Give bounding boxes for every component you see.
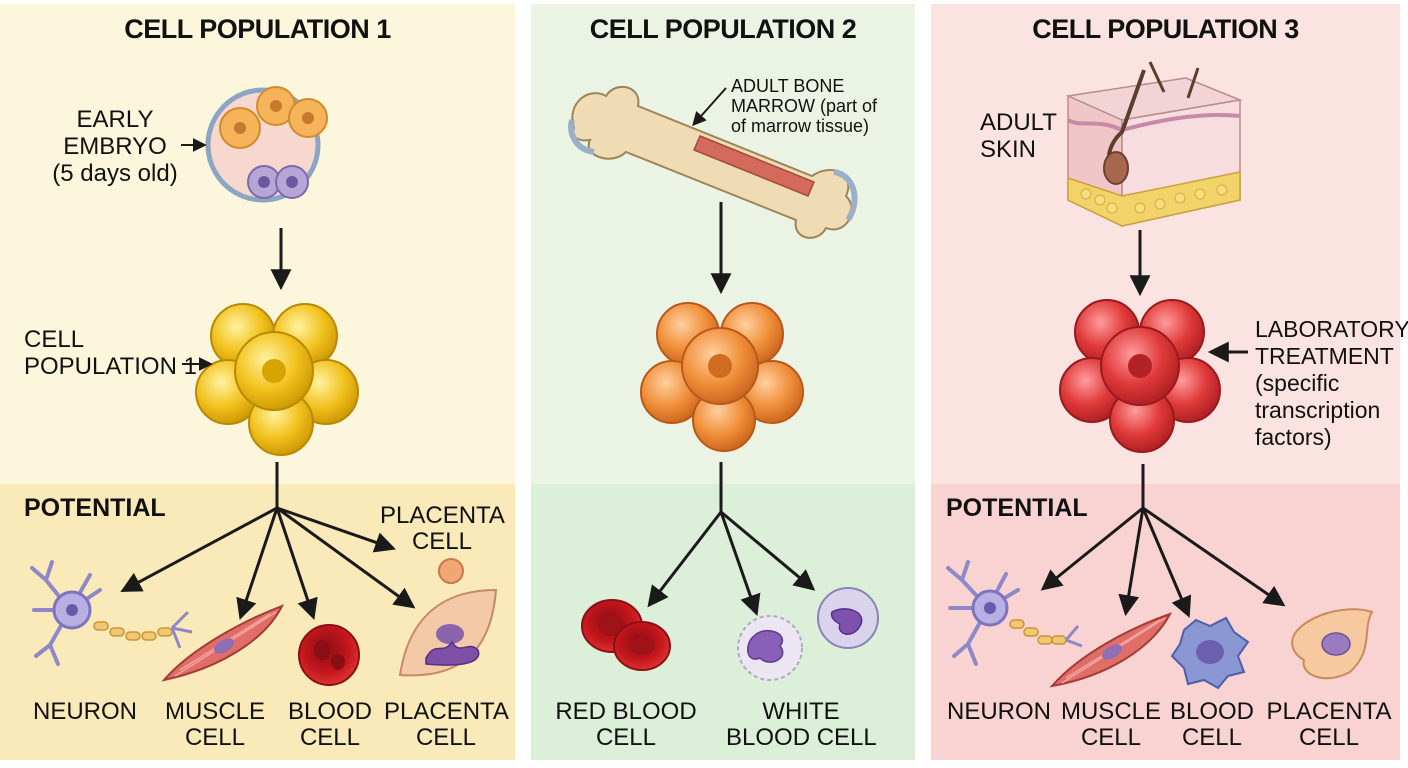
cell-cluster-yellow <box>195 303 359 456</box>
panel-3-title: CELL POPULATION 3 <box>1032 14 1299 44</box>
embryo-illustration <box>205 86 328 203</box>
panel-1-title: CELL POPULATION 1 <box>124 14 391 44</box>
cell-population-1-label: CELL POPULATION 1 <box>24 326 197 380</box>
potential-heading-panel-3: POTENTIAL <box>946 494 1088 522</box>
placenta-cell-icon-panel-3 <box>1291 608 1374 680</box>
outcome-label-white-blood-cell: WHITE BLOOD CELL <box>726 698 877 751</box>
white-blood-cell-icon <box>737 587 879 681</box>
blood-cell-icon-panel-3 <box>1170 616 1250 690</box>
cell-cluster-red <box>1059 299 1221 453</box>
panel-2-title: CELL POPULATION 2 <box>589 14 857 44</box>
branch-arrows-panel-3 <box>1040 464 1286 618</box>
outcome-label-muscle-cell: MUSCLE CELL <box>164 698 266 751</box>
outcome-label-neuron: NEURON <box>32 698 137 725</box>
placenta-cell-small-icon <box>438 558 464 584</box>
outcome-label-placenta-cell: PLACENTA CELL <box>384 698 509 751</box>
outcome-label-red-blood-cell: RED BLOOD CELL <box>555 698 697 751</box>
bone-marrow-illustration <box>568 86 858 239</box>
branch-arrows-panel-1 <box>120 462 416 620</box>
early-embryo-label: EARLY EMBRYO (5 days old) <box>52 106 178 187</box>
potential-heading-panel-1: POTENTIAL <box>24 494 166 522</box>
branch-arrows-panel-2 <box>647 462 816 616</box>
neuron-icon <box>30 560 193 666</box>
outcome-label-blood-cell-panel-3: BLOOD CELL <box>1169 698 1255 751</box>
adult-bone-marrow-label: ADULT BONE MARROW (part of of marrow tis… <box>731 76 878 136</box>
skin-illustration <box>1065 61 1243 228</box>
neuron-icon-panel-3 <box>946 560 1083 666</box>
muscle-cell-icon <box>161 604 285 682</box>
adult-skin-label: ADULT SKIN <box>980 109 1057 163</box>
outcome-label-neuron-panel-3: NEURON <box>946 698 1051 725</box>
red-blood-cell-icon <box>581 599 671 671</box>
muscle-cell-icon-panel-3 <box>1049 612 1173 688</box>
outcome-label-muscle-cell-panel-3: MUSCLE CELL <box>1060 698 1162 751</box>
outcome-label-blood-cell: BLOOD CELL <box>287 698 373 751</box>
outcome-label-placenta-cell-panel-3: PLACENTA CELL <box>1266 698 1392 751</box>
placenta-cell-extra-label: PLACENTA CELL <box>380 502 505 555</box>
placenta-cell-icon <box>398 588 498 677</box>
bone-marrow-pointer-arrow <box>692 87 727 127</box>
laboratory-treatment-label: LABORATORY TREATMENT (specific transcrip… <box>1255 316 1408 450</box>
cell-cluster-orange <box>640 302 804 452</box>
blood-cell-icon <box>298 624 360 686</box>
